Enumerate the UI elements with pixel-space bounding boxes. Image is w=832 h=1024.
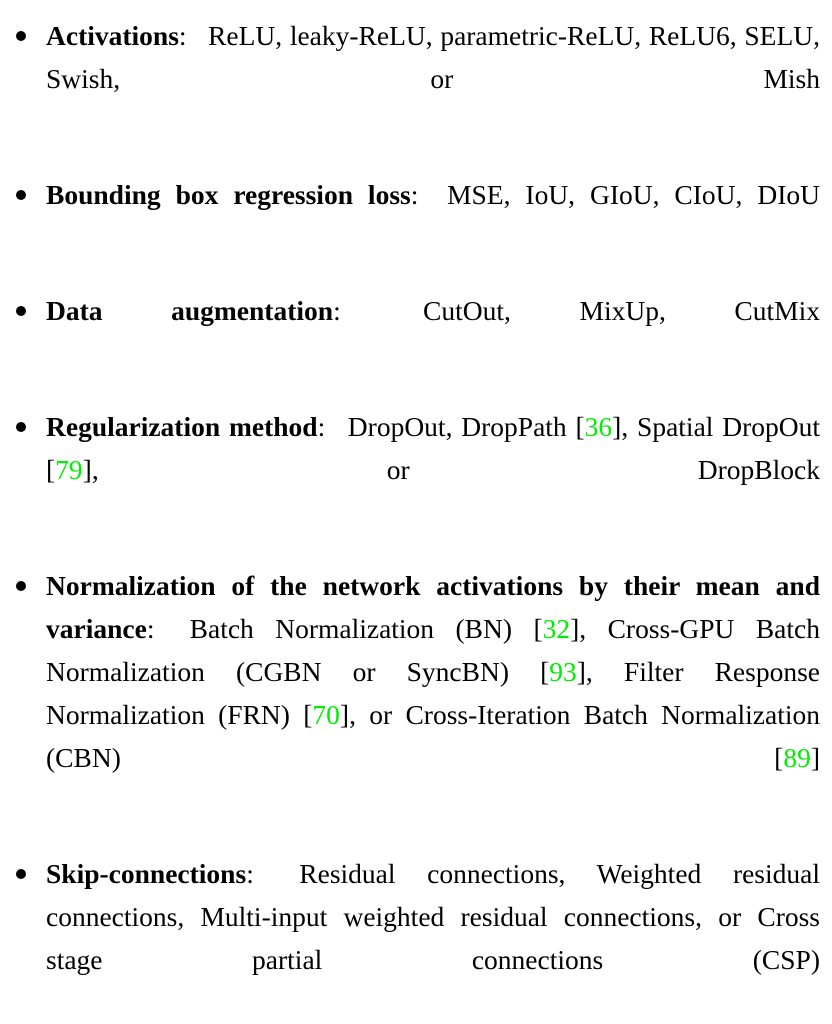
bullet-item-skip-connections: Skip-connections: Residual connections, …: [0, 852, 832, 1024]
bullet-point-icon: [16, 289, 30, 332]
bullet-item-data-augmentation: Data augmentation: CutOut, MixUp, CutMix: [0, 289, 832, 375]
citation-bracket: ]: [612, 411, 622, 442]
bullet-body-text: , Spatial DropOut: [621, 411, 821, 442]
bullet-lead-normalization: Normalization of the network activations…: [46, 570, 820, 644]
citation-ref-89[interactable]: 89: [783, 742, 811, 773]
citation-ref-70[interactable]: 70: [312, 699, 340, 730]
citation-bracket: [: [540, 656, 550, 687]
bullet-lead-activations: Activations: [46, 20, 179, 51]
citation-bracket: ]: [810, 742, 820, 773]
citation-bracket: [: [774, 742, 784, 773]
citation-bracket: ]: [82, 454, 92, 485]
bullet-body-text: , Cross-GPU Batch Normalization (CGBN or…: [46, 613, 820, 687]
bullet-body-text: , Filter Response Normalization (FRN): [46, 656, 820, 730]
citation-bracket: [: [46, 454, 56, 485]
citation-bracket: [: [303, 699, 313, 730]
bullet-item-regularization-method: Regularization method: DropOut, DropPath…: [0, 405, 832, 534]
bullet-separator: :: [246, 858, 254, 889]
bullet-point-icon: [16, 405, 30, 448]
bullet-separator: :: [146, 613, 155, 644]
bullet-lead-bounding-box-regression-loss: Bounding box regression loss: [46, 179, 411, 210]
citation-bracket: ]: [339, 699, 350, 730]
bullet-point-icon: [16, 14, 30, 57]
citation-ref-32[interactable]: 32: [542, 613, 571, 644]
bullet-item-activations: Activations: ReLU, leaky-ReLU, parametri…: [0, 14, 832, 143]
bullet-list: Activations: ReLU, leaky-ReLU, parametri…: [0, 14, 832, 1024]
bullet-item-bounding-box-regression-loss: Bounding box regression loss: MSE, IoU, …: [0, 173, 832, 259]
bullet-body-data-augmentation: CutOut, MixUp, CutMix: [423, 295, 820, 326]
bullet-lead-data-augmentation: Data augmentation: [46, 295, 334, 326]
bullet-body-text: , or DropBlock: [91, 454, 820, 485]
citation-bracket: ]: [576, 656, 586, 687]
bullet-separator: :: [333, 295, 341, 326]
citation-ref-93[interactable]: 93: [549, 656, 577, 687]
bullet-body-text: , or Cross-Iteration Batch Normalization…: [46, 699, 821, 773]
bullet-body-activations: ReLU, leaky-ReLU, parametric-ReLU, ReLU6…: [46, 20, 820, 94]
citation-bracket: [: [575, 411, 585, 442]
document-page: Activations: ReLU, leaky-ReLU, parametri…: [0, 14, 832, 975]
bullet-point-icon: [16, 564, 30, 607]
bullet-body-text: DropOut, DropPath: [347, 411, 576, 442]
bullet-item-normalization: Normalization of the network activations…: [0, 564, 832, 822]
bullet-lead-skip-connections: Skip-connections: [46, 858, 247, 889]
bullet-separator: :: [178, 20, 187, 51]
citation-ref-36[interactable]: 36: [584, 411, 613, 442]
bullet-point-icon: [16, 173, 30, 216]
bullet-separator: :: [410, 179, 419, 210]
bullet-lead-regularization-method: Regularization method: [46, 411, 318, 442]
bullet-body-bounding-box-regression-loss: MSE, IoU, GIoU, CIoU, DIoU: [447, 179, 820, 210]
citation-ref-79[interactable]: 79: [55, 454, 83, 485]
citation-bracket: [: [533, 613, 543, 644]
citation-bracket: ]: [570, 613, 580, 644]
bullet-separator: :: [317, 411, 326, 442]
bullet-point-icon: [16, 852, 30, 895]
bullet-body-text: Batch Normalization (BN): [189, 613, 534, 644]
